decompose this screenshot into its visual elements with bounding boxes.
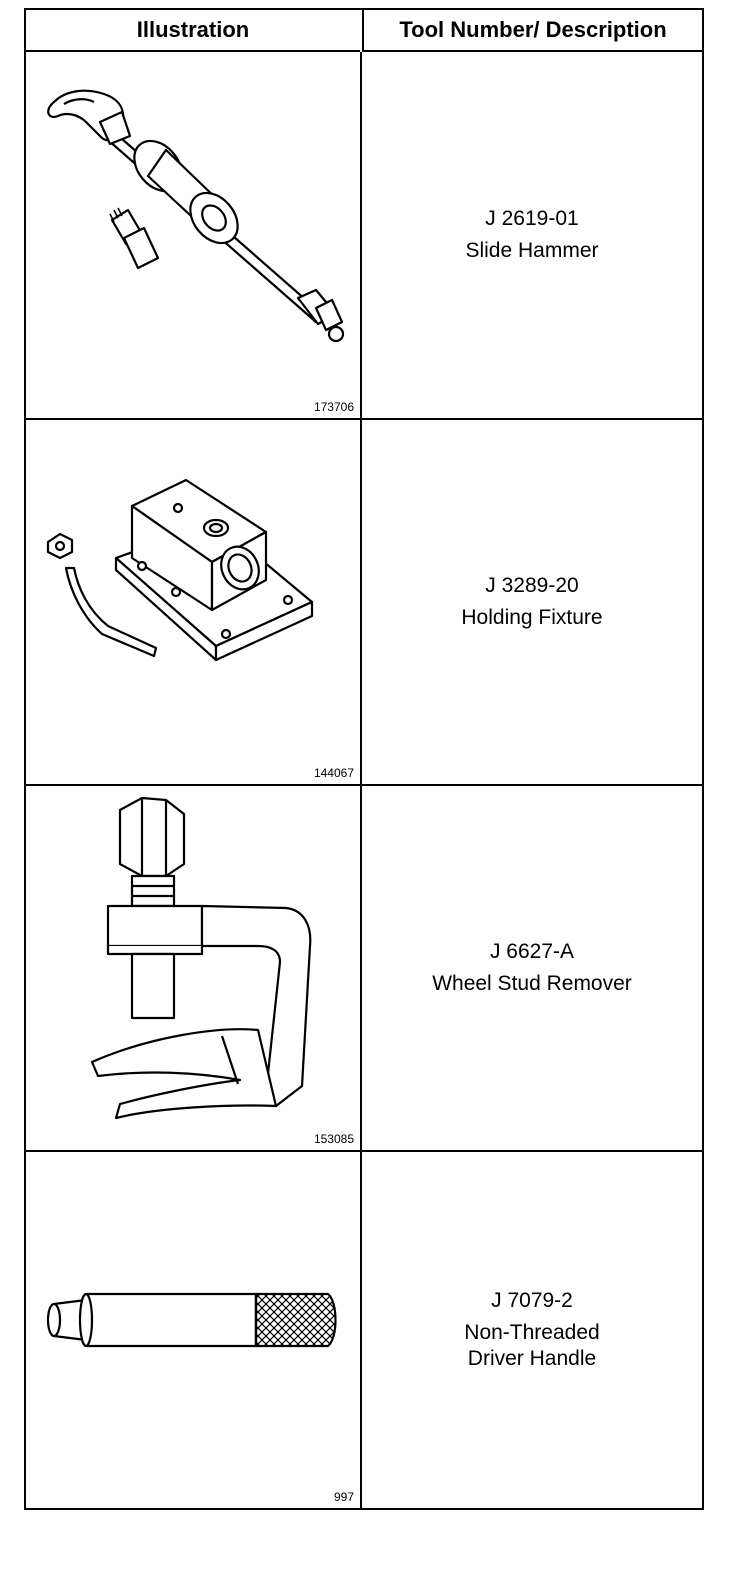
description-cell: J 6627-A Wheel Stud Remover [362,786,702,1150]
driver-handle-icon [46,1292,337,1348]
tool-name: Wheel Stud Remover [432,972,632,995]
header-illustration: Illustration [26,10,360,52]
illustration-cell: 173706 [26,52,362,418]
table-row: 153085 J 6627-A Wheel Stud Remover [26,784,702,1150]
table-row: 997 J 7079-2 Non-Threaded Driver Handle [26,1150,702,1508]
description-cell: J 2619-01 Slide Hammer [362,52,702,418]
figure-number: 173706 [313,400,354,414]
holding-fixture-icon [46,478,314,662]
tool-name-line2: Driver Handle [467,1347,597,1370]
illustration-cell: 997 [26,1152,362,1508]
figure-number: 997 [333,1490,354,1504]
illustration-cell: 144067 [26,420,362,784]
tool-table: Illustration Tool Number/ Description [24,8,704,1510]
tool-number: J 3289-20 [485,574,579,597]
slide-hammer-icon [47,89,345,343]
description-cell: J 3289-20 Holding Fixture [362,420,702,784]
wheel-stud-remover-icon [90,796,312,1120]
header-description: Tool Number/ Description [362,10,702,52]
description-cell: J 7079-2 Non-Threaded Driver Handle [362,1152,702,1508]
tool-name: Slide Hammer [465,239,599,262]
tool-number: J 7079-2 [491,1289,573,1312]
table-row: 173706 J 2619-01 Slide Hammer [26,52,702,418]
tool-number: J 2619-01 [485,207,579,230]
figure-number: 144067 [313,766,354,780]
tool-name: Holding Fixture [461,606,603,629]
tool-number: J 6627-A [489,940,575,963]
table-row: 144067 J 3289-20 Holding Fixture [26,418,702,784]
illustration-cell: 153085 [26,786,362,1150]
tool-name: Non-Threaded [464,1321,600,1344]
figure-number: 153085 [313,1132,354,1146]
